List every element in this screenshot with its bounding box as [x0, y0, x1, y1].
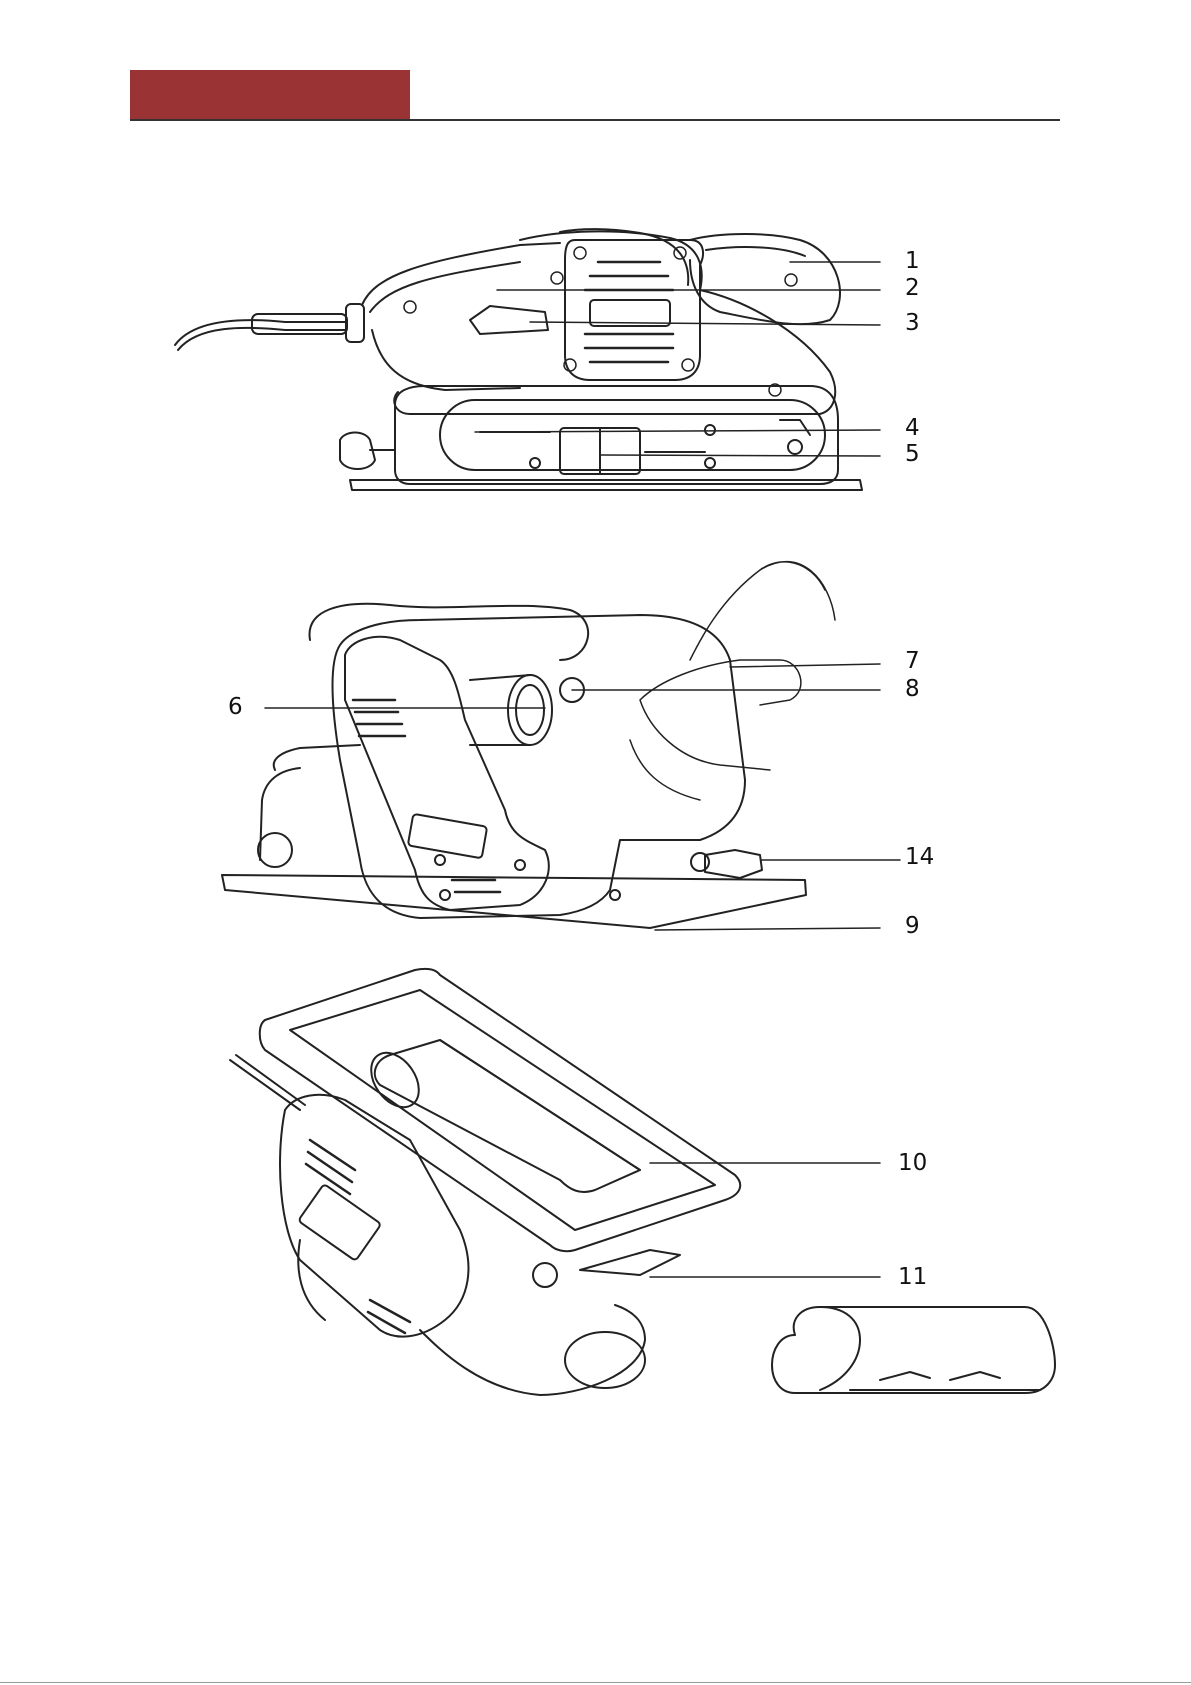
callout-1: 1 [905, 250, 920, 273]
handle-3 [298, 1240, 645, 1395]
figure-front-view [222, 562, 835, 928]
callout-3: 3 [905, 312, 920, 335]
callout-4: 4 [905, 417, 920, 440]
knob-3 [533, 1263, 557, 1287]
callout-8: 8 [905, 678, 920, 701]
callout-6: 6 [228, 696, 243, 719]
base-frame [260, 969, 740, 1251]
screw-icons [404, 247, 797, 396]
callout-2: 2 [905, 277, 920, 300]
callout-11: 11 [898, 1266, 927, 1289]
motor-housing-2 [333, 615, 746, 918]
figure-underside-view [230, 969, 740, 1395]
callout-9: 9 [905, 915, 920, 938]
callout-7: 7 [905, 650, 920, 673]
trigger-switch [470, 306, 548, 334]
base-plate-2 [222, 875, 806, 928]
sanding-belt [375, 1040, 640, 1192]
power-cord [175, 320, 345, 345]
rear-handle [362, 243, 560, 305]
figure-side-view [175, 229, 862, 490]
callout-10: 10 [898, 1152, 927, 1175]
spare-belt-illustration [772, 1307, 1055, 1393]
footer-rule [0, 1682, 1191, 1683]
callout-14: 14 [905, 846, 934, 869]
left-knob [258, 833, 292, 867]
callout-5: 5 [905, 443, 920, 466]
